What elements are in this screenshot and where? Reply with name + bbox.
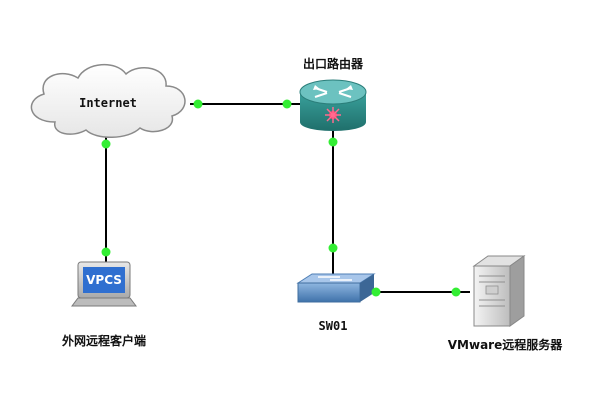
port-dot [328, 137, 338, 147]
switch-icon[interactable] [296, 273, 376, 303]
internet-label: Internet [79, 96, 137, 110]
port-dot [101, 247, 111, 257]
port-dot [282, 99, 292, 109]
port-dot [101, 139, 111, 149]
port-dot [328, 243, 338, 253]
client-label: 外网远程客户端 [61, 334, 147, 348]
internet-cloud-icon[interactable] [30, 63, 186, 138]
port-dot [193, 99, 203, 109]
ports [101, 99, 461, 297]
router-label: 出口路由器 [302, 57, 364, 71]
switch-label: SW01 [318, 319, 348, 333]
router-icon[interactable] [299, 79, 367, 131]
vpcs-pc-icon[interactable] [71, 261, 137, 307]
port-dot [451, 287, 461, 297]
server-icon[interactable] [472, 255, 526, 327]
server-label: VMware远程服务器 [447, 338, 563, 352]
port-dot [371, 287, 381, 297]
links [105, 103, 470, 293]
vpcs-screen-text: VPCS [86, 273, 122, 287]
